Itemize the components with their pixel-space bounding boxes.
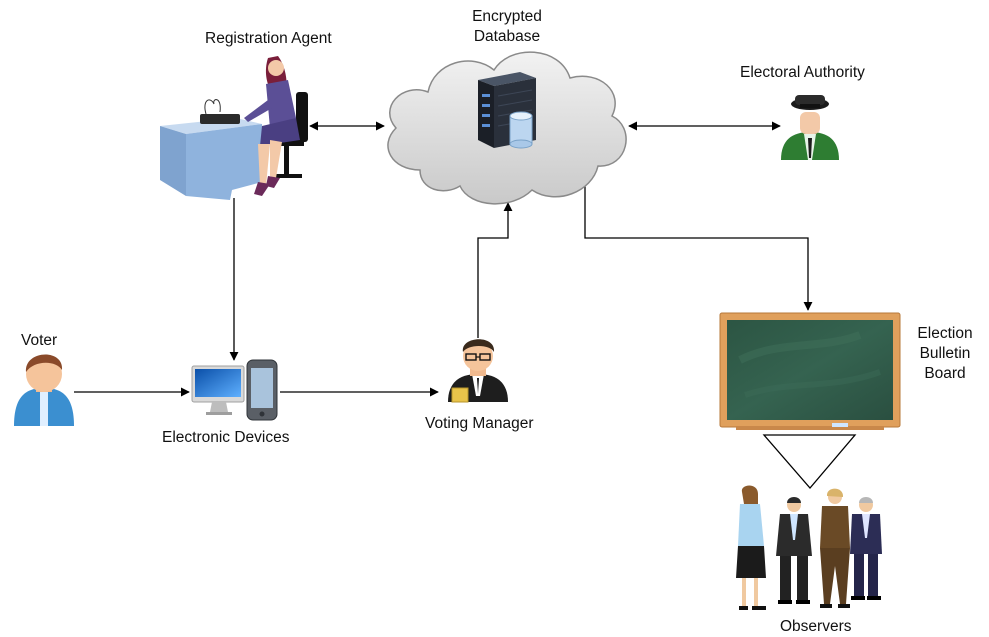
- voter-illustration: [14, 354, 74, 426]
- electoral-authority-label: Electoral Authority: [740, 64, 865, 81]
- encrypted-database-label-line-1: Encrypted: [472, 8, 542, 25]
- observers-label: Observers: [780, 618, 852, 635]
- electronic-devices-label: Electronic Devices: [162, 429, 290, 446]
- connectors: [74, 121, 813, 397]
- electoral-authority-illustration: [781, 95, 839, 160]
- voting-manager-illustration: [448, 339, 508, 403]
- cloud-database-illustration: [387, 51, 627, 205]
- edge-manager-database: [477, 202, 513, 338]
- election-bulletin-board-label-line-3: Board: [924, 365, 966, 382]
- election-bulletin-board-label-line-1: Election: [917, 325, 973, 342]
- registration-agent-illustration: [160, 56, 308, 200]
- board-observers-funnel: [762, 434, 857, 489]
- electronic-devices-illustration: [191, 359, 278, 421]
- edge-database-board: [584, 184, 813, 311]
- encrypted-database-label-line-2: Database: [473, 28, 541, 45]
- observers-illustration: [736, 485, 882, 610]
- election-bulletin-board-label-line-2: Bulletin: [919, 345, 971, 362]
- encrypted-database-label: Encrypted Database: [455, 7, 559, 47]
- voter-label: Voter: [21, 332, 58, 349]
- registration-agent-label: Registration Agent: [205, 30, 332, 47]
- election-bulletin-board-label: Election Bulletin Board: [904, 324, 986, 384]
- voting-manager-label: Voting Manager: [425, 415, 534, 432]
- bulletin-board-illustration: [719, 312, 901, 489]
